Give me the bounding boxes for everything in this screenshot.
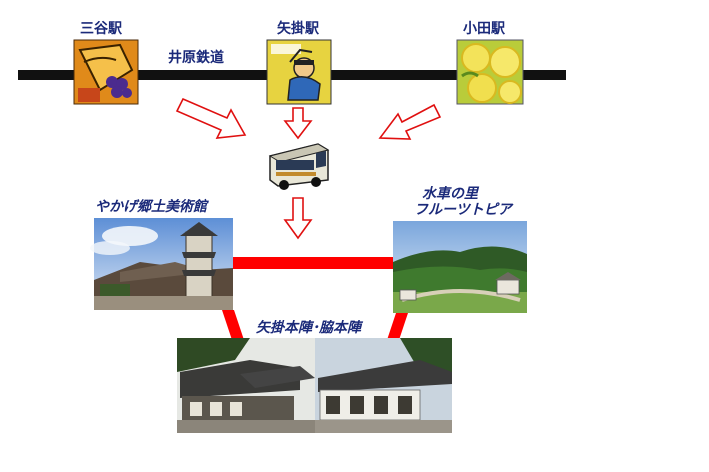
arrow-left-diagonal: [175, 97, 247, 139]
oda-station-art: [456, 39, 524, 105]
honjin-label: 矢掛本陣･脇本陣: [256, 320, 361, 336]
station-label-sanya: 三谷駅: [80, 21, 122, 37]
link-museum-honjin: [222, 310, 244, 340]
arrow-bus-down: [283, 197, 313, 240]
museum-photo: [90, 218, 233, 310]
link-fruitpark-honjin: [387, 310, 409, 340]
yakage-station-art: [266, 39, 332, 105]
station-label-yakage: 矢掛駅: [277, 21, 319, 37]
station-label-oda: 小田駅: [463, 21, 505, 37]
fruit-park-label-line2: フルーツトピア: [414, 202, 512, 218]
arrow-center-down: [283, 107, 313, 140]
arrow-right-diagonal: [378, 103, 442, 140]
honjin-photo: [177, 338, 452, 433]
link-museum-fruitpark: [232, 257, 394, 269]
fruit-park-photo: [393, 221, 527, 313]
fruit-park-label-line1: 水車の里: [422, 186, 478, 202]
sanya-station-art: [73, 39, 139, 105]
bus-icon: [268, 143, 330, 190]
museum-label: やかげ郷土美術館: [95, 199, 207, 215]
railway-line-label: 井原鉄道: [168, 50, 224, 66]
